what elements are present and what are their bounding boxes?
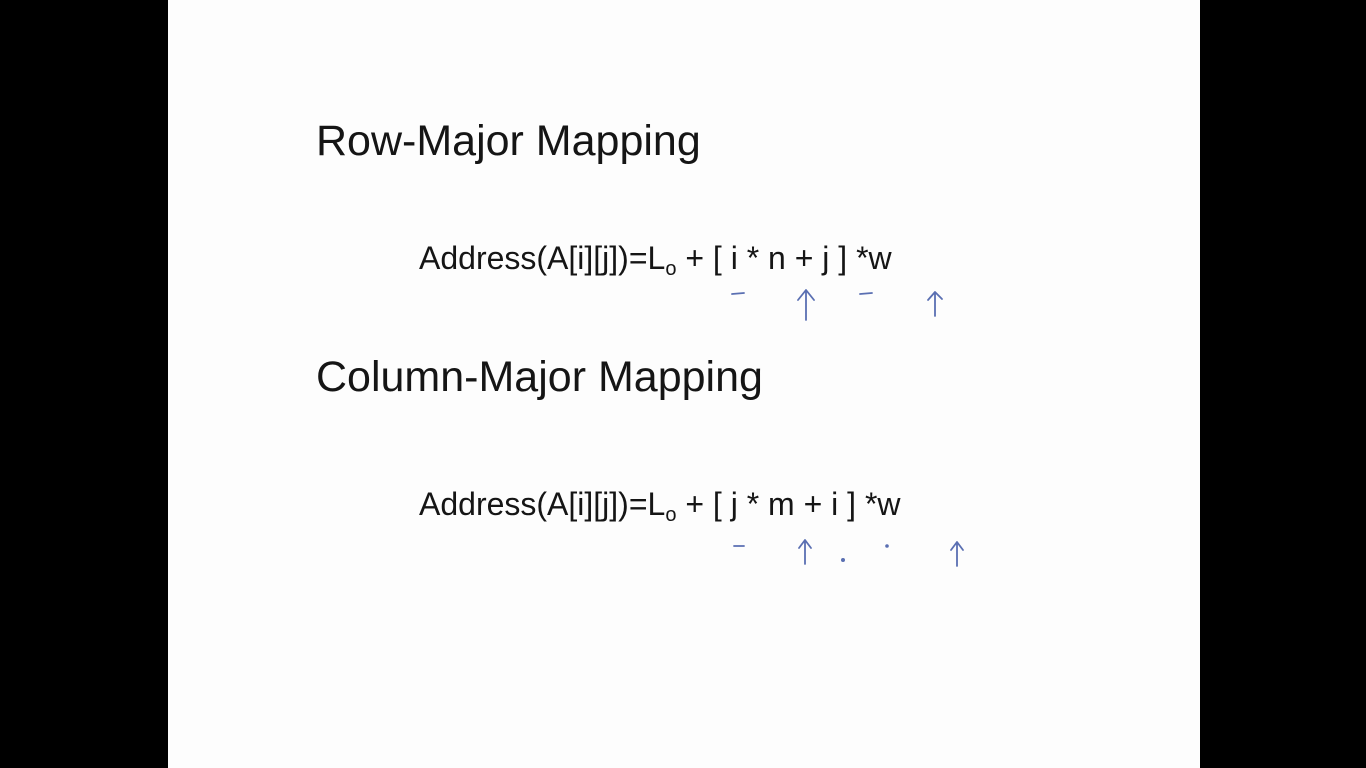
up-arrow-icon — [798, 539, 812, 565]
column-major-handwritten-marks — [733, 539, 964, 567]
row-major-heading: Row-Major Mapping — [316, 117, 701, 165]
column-major-formula-suffix: + [ j * m + i ] *w — [676, 486, 901, 522]
dot-mark — [885, 544, 889, 548]
dot-mark — [841, 558, 845, 562]
up-arrow-icon — [950, 541, 964, 567]
row-major-formula: Address(A[i][j])=Lo + [ i * n + j ] *w — [419, 240, 892, 279]
dash-mark — [731, 292, 745, 295]
row-major-formula-subscript: o — [665, 258, 677, 280]
column-major-formula-subscript: o — [665, 504, 677, 526]
column-major-formula-prefix: Address(A[i][j])=L — [419, 486, 666, 522]
up-arrow-icon — [797, 289, 815, 321]
column-major-heading: Column-Major Mapping — [316, 353, 763, 401]
dash-mark — [859, 292, 873, 295]
row-major-formula-suffix: + [ i * n + j ] *w — [676, 240, 892, 276]
row-major-handwritten-marks — [731, 289, 943, 321]
slide: Row-Major Mapping Address(A[i][j])=Lo + … — [168, 0, 1200, 768]
row-major-formula-prefix: Address(A[i][j])=L — [419, 240, 666, 276]
column-major-formula: Address(A[i][j])=Lo + [ j * m + i ] *w — [419, 486, 901, 525]
up-arrow-icon — [927, 291, 943, 317]
